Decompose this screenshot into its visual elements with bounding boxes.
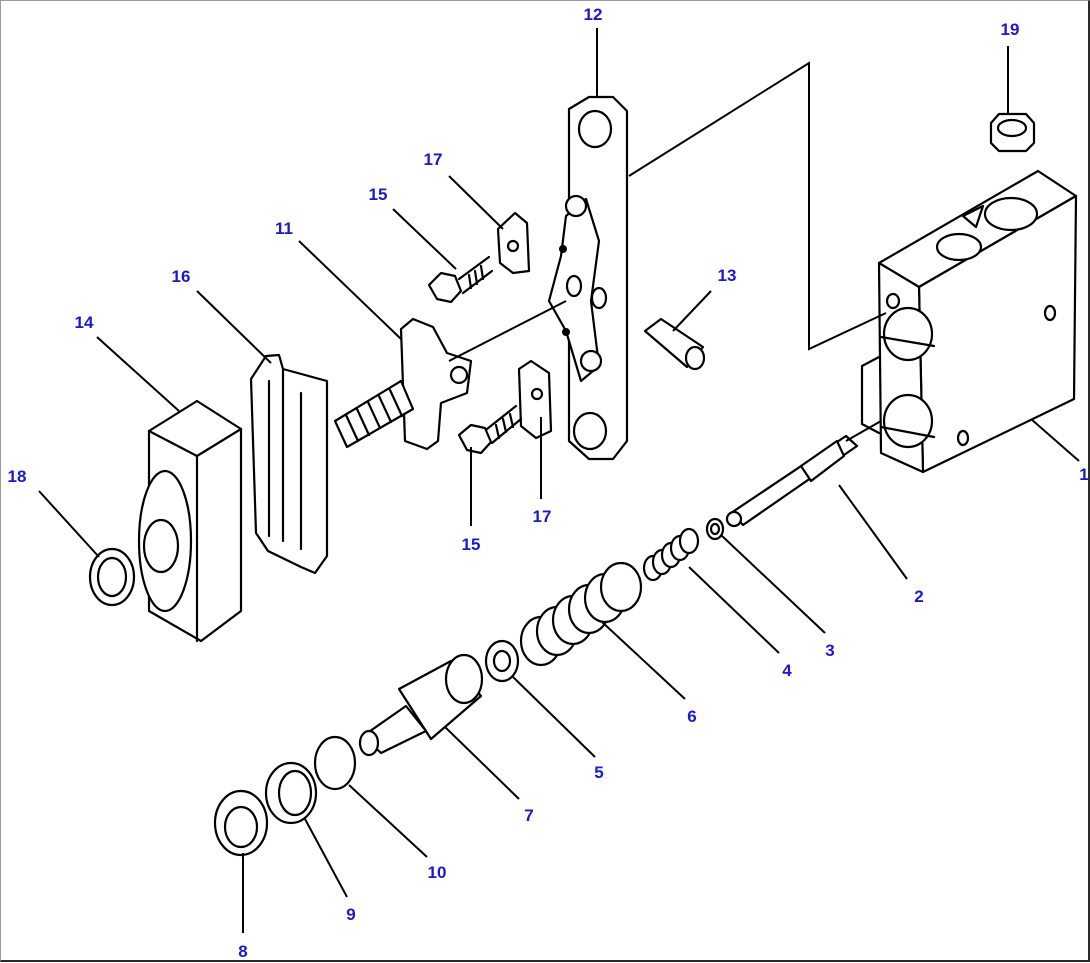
part-15-bolt-lower (457, 404, 523, 455)
callout-2: 2 (914, 587, 923, 606)
part-11-plunger (333, 317, 473, 451)
callout-1: 1 (1079, 465, 1088, 484)
callout-18: 18 (8, 467, 27, 486)
callout-3: 3 (825, 641, 834, 660)
assembly-lines (448, 61, 887, 442)
part-12-link (547, 194, 603, 383)
callout-16: 16 (172, 267, 191, 286)
part-4-spring (642, 527, 700, 582)
callout-5: 5 (594, 763, 603, 782)
part-9-seal (264, 761, 318, 825)
part-19-plug (989, 112, 1036, 153)
part-13-pin (643, 317, 706, 371)
callout-17-upper: 17 (424, 150, 443, 169)
callout-13: 13 (718, 266, 737, 285)
part-7-piston (358, 653, 484, 757)
part-17-washer-lower (517, 359, 553, 440)
part-1-valve-body (860, 169, 1078, 474)
part-14-cover (137, 399, 243, 643)
callout-14: 14 (75, 313, 94, 332)
callout-10: 10 (428, 863, 447, 882)
callout-15-lower: 15 (462, 535, 481, 554)
part-18-o-ring (88, 547, 136, 607)
callout-11: 11 (275, 219, 293, 238)
part-2-spool (725, 434, 859, 528)
part-5-retainer (484, 639, 520, 683)
part-3-ring (705, 517, 725, 541)
part-16-gasket (249, 353, 329, 575)
callout-6: 6 (687, 707, 696, 726)
part-15-bolt-upper (427, 255, 494, 304)
callout-19: 19 (1001, 20, 1020, 39)
part-17-washer-upper (496, 211, 531, 275)
callout-labels: 12 19 17 15 11 13 16 14 1 18 17 15 2 3 4… (8, 5, 1089, 961)
part-6-spring (519, 561, 643, 667)
callout-4: 4 (782, 661, 792, 680)
callout-12: 12 (584, 5, 603, 24)
leader-lines (38, 28, 1080, 933)
callout-9: 9 (346, 905, 355, 924)
callout-7: 7 (524, 806, 533, 825)
callout-15-upper: 15 (369, 185, 388, 204)
part-8-seal (213, 789, 269, 857)
part-10-o-ring (313, 735, 357, 791)
callout-8: 8 (238, 942, 247, 961)
callout-17-lower: 17 (533, 507, 552, 526)
